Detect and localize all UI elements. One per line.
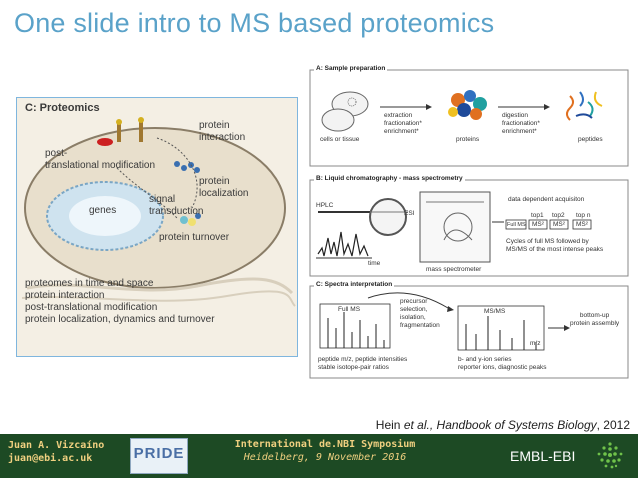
label-ms2-1: MS² xyxy=(532,221,544,228)
event-name: International de.NBI Symposium xyxy=(234,439,416,450)
label-ion-info: b- and y-ion series reporter ions, diagn… xyxy=(458,356,547,371)
ms-workflow-figure: A: Sample preparation cells or tissue ex… xyxy=(308,62,630,380)
citation: Hein et al., Handbook of Systems Biology… xyxy=(376,418,630,432)
label-ms2-2: MS² xyxy=(553,221,565,228)
label-esi: ESI xyxy=(404,210,415,217)
full-ms-spectrum xyxy=(319,303,391,349)
workflow-graphics xyxy=(309,69,629,379)
label-topn: top n xyxy=(576,212,591,219)
label-bottom-up: bottom-up protein assembly xyxy=(570,312,620,327)
label-ptm: post- translational modification xyxy=(45,148,156,171)
proteins-blob xyxy=(448,90,487,120)
summary-line: protein localization, dynamics and turno… xyxy=(25,314,215,325)
label-digestion: digestion fractionation* enrichment* xyxy=(502,112,540,135)
event-place-date: Heidelberg, 9 November 2016 xyxy=(243,452,407,463)
label-proteins: proteins xyxy=(456,136,480,143)
label-precursor: precursor selection, isolation, fragment… xyxy=(400,298,440,329)
panel-c-summary: proteomes in time and space protein inte… xyxy=(25,278,215,326)
label-cycles: Cycles of full MS followed by MS/MS of t… xyxy=(506,238,604,253)
label-msms: MS/MS xyxy=(484,308,506,315)
cell-diagram xyxy=(21,117,296,307)
citation-authors: Hein xyxy=(375,418,401,432)
citation-year: , 2012 xyxy=(596,418,630,432)
event-info: International de.NBI Symposium Heidelber… xyxy=(215,438,435,464)
label-dda: data dependent acquisiton xyxy=(508,196,585,203)
panel-c-heading: C: Proteomics xyxy=(25,102,100,114)
label-genes: genes xyxy=(89,205,117,216)
section-b-heading: B: Liquid chromatography - mass spectrom… xyxy=(314,175,465,182)
pride-logo: PRIDE xyxy=(130,438,188,474)
label-full-ms: Full MS xyxy=(338,306,361,313)
pride-logo-text: PRIDE xyxy=(133,445,185,462)
msms-spectrum xyxy=(457,305,545,351)
label-time: time xyxy=(368,260,381,267)
author-email: juan@ebi.ac.uk xyxy=(8,453,93,464)
summary-line: proteomes in time and space xyxy=(25,278,154,289)
proteomics-illustration: C: Proteomics post- translational modifi… xyxy=(16,97,298,357)
label-protein-turnover: protein turnover xyxy=(159,232,230,243)
slide-title: One slide intro to MS based proteomics xyxy=(14,8,495,38)
section-a-heading: A: Sample preparation xyxy=(314,65,388,72)
label-protein-interaction: protein interaction xyxy=(199,120,246,143)
author-name: Juan A. Vizcaíno xyxy=(8,440,105,451)
label-mass-spectrometer: mass spectrometer xyxy=(426,266,482,273)
embl-dots-icon xyxy=(597,442,623,469)
summary-line: protein interaction xyxy=(25,290,105,301)
summary-line: post-translational modification xyxy=(25,302,158,313)
footer-bar: Juan A. Vizcaíno juan@ebi.ac.uk PRIDE In… xyxy=(0,434,638,478)
embl-ebi-logo-text: EMBL-EBI xyxy=(510,448,576,464)
label-peptide-info: peptide m/z, peptide intensities stable … xyxy=(318,356,408,371)
label-cells: cells or tissue xyxy=(320,136,360,143)
label-top1: top1 xyxy=(531,212,544,219)
label-hplc: HPLC xyxy=(316,202,334,209)
label-mz: m/z xyxy=(530,340,541,347)
label-protein-localization: protein localization xyxy=(199,176,249,199)
label-ms2-3: MS² xyxy=(576,221,588,228)
label-full-ms-box: Full MS xyxy=(507,222,526,228)
section-c-heading: C: Spectra interpretation xyxy=(314,281,395,288)
label-signal-transduction: signal transduction xyxy=(149,194,204,217)
label-peptides: peptides xyxy=(578,136,603,143)
citation-book: Handbook of Systems Biology xyxy=(436,418,597,432)
citation-etal: et al., xyxy=(403,418,434,432)
label-top2: top2 xyxy=(552,212,565,219)
label-extraction: extraction fractionation* enrichment* xyxy=(384,112,422,135)
